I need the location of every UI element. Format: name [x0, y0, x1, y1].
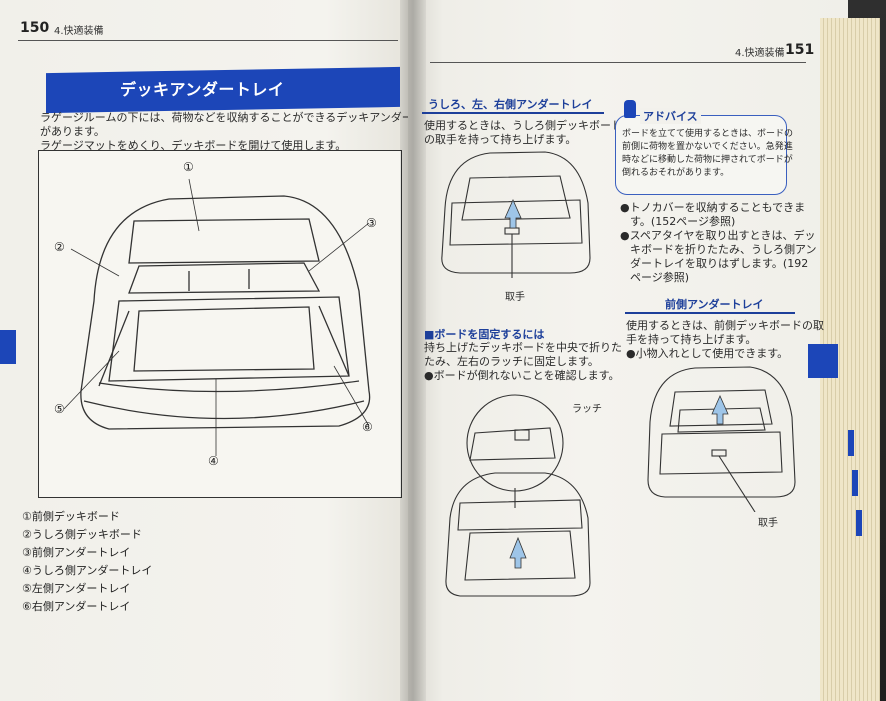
callout-4: ④ [208, 454, 219, 468]
legend-item: ④うしろ側アンダートレイ [22, 564, 153, 577]
left-thumb-tab [0, 330, 16, 364]
cargo-diagram [38, 150, 402, 498]
section3-handle-label: 取手 [758, 518, 778, 529]
intro-line-3: ラゲージマットをめくり、デッキボードを開けて使用します。 [40, 139, 347, 152]
latch-illustration [430, 388, 610, 598]
callout-2: ② [54, 240, 65, 254]
section3-line-3: ●小物入れとして使用できます。 [626, 347, 789, 360]
bullet-line-1: ●トノカバーを収納することもできま [620, 201, 806, 214]
latch-label: ラッチ [572, 404, 602, 415]
advice-title: アドバイス [640, 108, 701, 124]
intro-line-2: があります。 [40, 125, 105, 138]
advice-line-2: 前側に荷物を置かないでください。急発進 [622, 142, 793, 152]
edge-tab-3 [856, 510, 862, 536]
callout-1: ① [183, 160, 194, 174]
front-tray-illustration [640, 362, 800, 512]
edge-tab-2 [852, 470, 858, 496]
callout-5: ⑤ [54, 402, 65, 416]
section2-line-2: たみ、左右のラッチに固定します。 [424, 355, 599, 368]
legend-item: ②うしろ側デッキボード [22, 528, 142, 541]
page-title: デッキアンダートレイ [120, 80, 285, 99]
section3-heading: 前側アンダートレイ [665, 298, 764, 311]
legend-item: ①前側デッキボード [22, 510, 120, 523]
section1-heading: うしろ、左、右側アンダートレイ [428, 98, 593, 111]
right-header-rule [430, 62, 806, 63]
part-legend: ①前側デッキボード ②うしろ側デッキボード ③前側アンダートレイ ④うしろ側アン… [22, 508, 152, 616]
cargo-illustration [63, 178, 371, 456]
right-page-number: 151 [785, 42, 815, 58]
advice-line-3: 時などに移動した荷物に押されてボードが [622, 155, 793, 165]
section1-rule [422, 112, 604, 114]
rear-board-illustration [430, 148, 600, 278]
section1-line-1: 使用するときは、うしろ側デッキボード [424, 119, 622, 132]
left-page-number: 150 [20, 20, 50, 36]
bullet-line-6: ページ参照) [630, 271, 690, 284]
right-thumb-tab [808, 344, 838, 378]
section3-line-2: 手を持って持ち上げます。 [626, 333, 757, 346]
legend-item: ⑤左側アンダートレイ [22, 582, 131, 595]
section1-handle-label: 取手 [505, 292, 525, 303]
right-chapter-label: 4.快適装備 [735, 48, 785, 59]
bullet-line-2: す。(152ページ参照) [630, 215, 736, 228]
bullet-line-4: キボードを折りたたみ、うしろ側アン [630, 243, 817, 256]
left-chapter-label: 4.快適装備 [54, 26, 104, 37]
section3-rule [625, 312, 795, 314]
section3-line-1: 使用するときは、前側デッキボードの取 [626, 319, 824, 332]
legend-item: ③前側アンダートレイ [22, 546, 131, 559]
advice-line-1: ボードを立てて使用するときは、ボードの [622, 129, 794, 139]
section2-line-1: 持ち上げたデッキボードを中央で折りた [424, 341, 622, 354]
bullet-line-5: ダートレイを取りはずします。(192 [630, 257, 809, 270]
pointing-hand-icon [624, 100, 636, 118]
callout-3: ③ [366, 216, 377, 230]
intro-line-1: ラゲージルームの下には、荷物などを収納することができるデッキアンダートレイ [40, 111, 446, 124]
book-gutter [400, 0, 426, 701]
left-header-rule [18, 40, 398, 41]
section2-heading: ■ボードを固定するには [424, 328, 545, 341]
section1-line-2: の取手を持って持ち上げます。 [424, 133, 577, 146]
legend-item: ⑥右側アンダートレイ [22, 600, 131, 613]
callout-6: ⑥ [362, 420, 373, 434]
bullet-line-3: ●スペアタイヤを取り出すときは、デッ [620, 229, 816, 242]
advice-line-4: 倒れるおそれがあります。 [622, 168, 730, 178]
edge-tab-1 [848, 430, 854, 456]
section2-line-3: ●ボードが倒れないことを確認します。 [424, 369, 620, 382]
advice-box [615, 115, 787, 195]
